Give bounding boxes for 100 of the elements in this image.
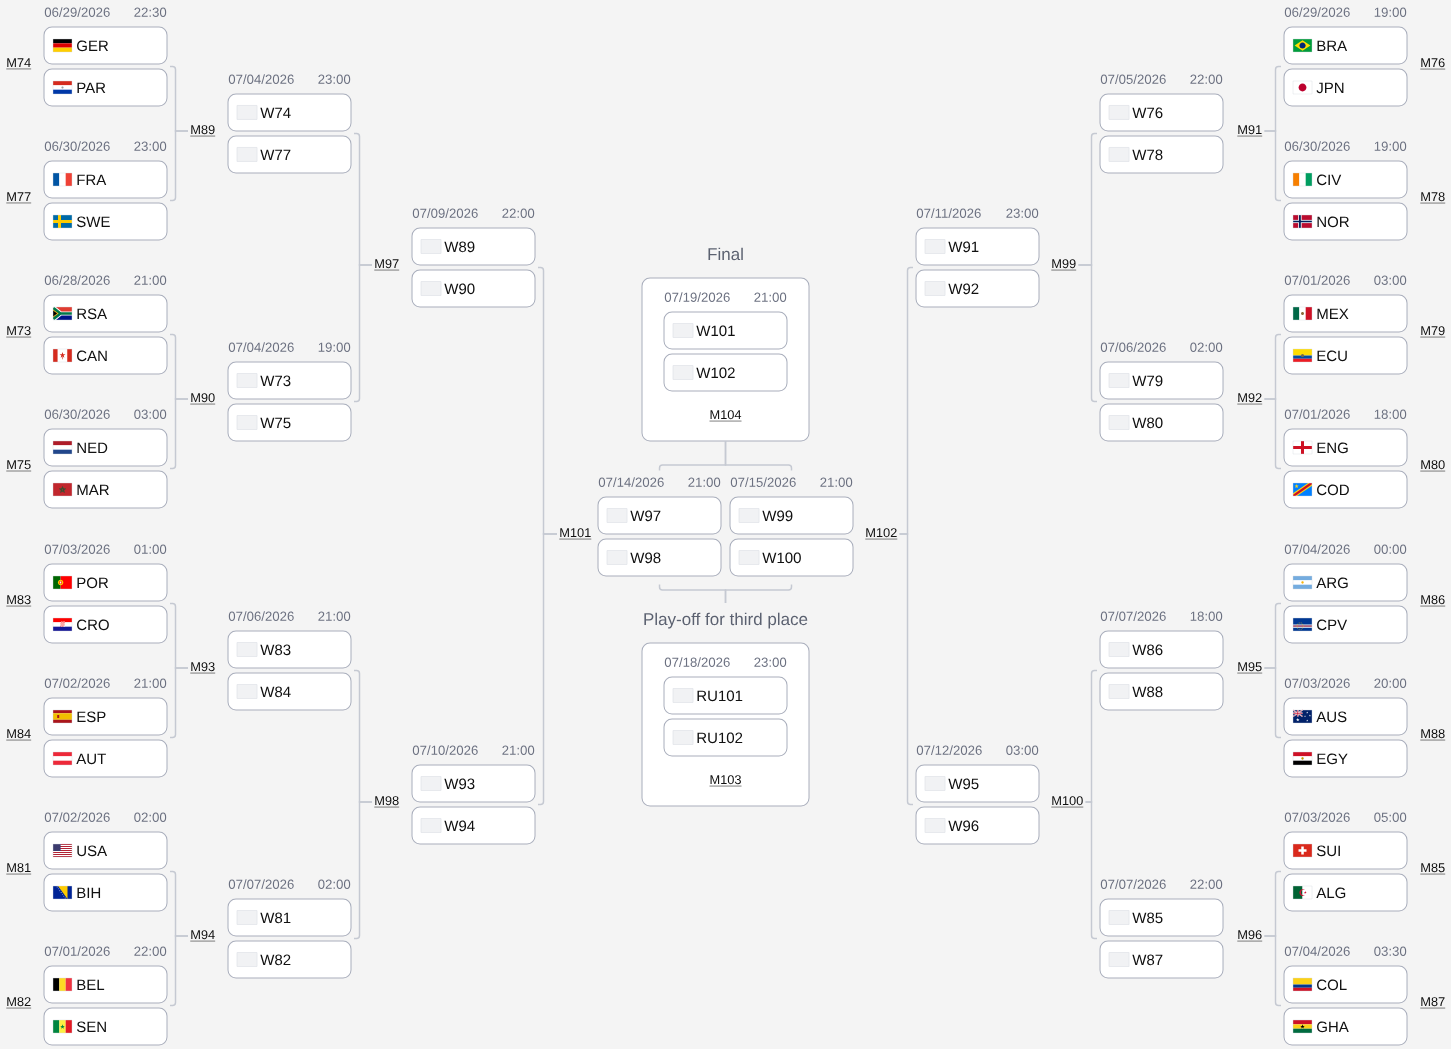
team-slot: W76 bbox=[1099, 93, 1224, 132]
match-link: M100 bbox=[1051, 796, 1084, 808]
bracket-line bbox=[169, 667, 189, 739]
time-text: 23:00 bbox=[754, 657, 787, 667]
match-link: M101 bbox=[559, 528, 592, 540]
team-slot: RU102 bbox=[663, 718, 788, 757]
match-link: M85 bbox=[1420, 863, 1446, 875]
date-text: 07/07/2026 bbox=[1100, 611, 1166, 621]
time-text: 21:00 bbox=[134, 678, 167, 688]
date-text: 06/29/2026 bbox=[1284, 7, 1350, 17]
date-text: 07/04/2026 bbox=[228, 74, 294, 84]
time-text: 21:00 bbox=[134, 275, 167, 285]
team-slot: RSA bbox=[43, 294, 168, 333]
date-text: 07/06/2026 bbox=[228, 611, 294, 621]
team-slot: W96 bbox=[915, 806, 1040, 845]
date-text: 07/04/2026 bbox=[1284, 946, 1350, 956]
team-slot: NED bbox=[43, 428, 168, 467]
bracket-line bbox=[353, 801, 373, 940]
team-slot: GHA bbox=[1283, 1007, 1408, 1046]
bracket-line bbox=[1084, 801, 1098, 940]
date-text: 06/30/2026 bbox=[44, 409, 110, 419]
time-text: 21:00 bbox=[318, 611, 351, 621]
time-text: 23:00 bbox=[318, 74, 351, 84]
team-slot: COD bbox=[1283, 470, 1408, 509]
match-link: M73 bbox=[6, 326, 32, 338]
date-text: 07/02/2026 bbox=[44, 812, 110, 822]
time-text: 05:00 bbox=[1374, 812, 1407, 822]
team-slot: CPV bbox=[1283, 605, 1408, 644]
team-slot: W78 bbox=[1099, 135, 1224, 174]
match-link: M88 bbox=[1420, 729, 1446, 741]
time-text: 22:00 bbox=[1190, 879, 1223, 889]
time-text: 03:30 bbox=[1374, 946, 1407, 956]
match-link: M87 bbox=[1420, 997, 1446, 1009]
time-text: 20:00 bbox=[1374, 678, 1407, 688]
team-slot: SUI bbox=[1283, 831, 1408, 870]
time-text: 21:00 bbox=[502, 745, 535, 755]
bracket-line bbox=[1263, 398, 1282, 470]
bracket-line bbox=[1077, 264, 1098, 403]
team-slot: W84 bbox=[227, 672, 352, 711]
match-link: M75 bbox=[6, 460, 32, 472]
team-slot: W82 bbox=[227, 940, 352, 979]
match-link: M81 bbox=[6, 863, 32, 875]
match-link: M97 bbox=[374, 259, 400, 271]
date-text: 07/01/2026 bbox=[1284, 275, 1350, 285]
bracket-line bbox=[169, 398, 189, 470]
match-link: M82 bbox=[6, 997, 32, 1009]
team-slot: PAR bbox=[43, 68, 168, 107]
team-slot: SWE bbox=[43, 202, 168, 241]
team-slot: W102 bbox=[663, 353, 788, 392]
team-slot: ECU bbox=[1283, 336, 1408, 375]
date-text: 07/01/2026 bbox=[1284, 409, 1350, 419]
team-slot: GER bbox=[43, 26, 168, 65]
date-text: 07/07/2026 bbox=[1100, 879, 1166, 889]
team-slot: W75 bbox=[227, 403, 352, 442]
team-slot: W100 bbox=[729, 538, 854, 577]
time-text: 03:00 bbox=[134, 409, 167, 419]
time-text: 22:30 bbox=[134, 7, 167, 17]
time-text: 01:00 bbox=[134, 544, 167, 554]
match-link: M102 bbox=[865, 528, 898, 540]
date-text: 07/14/2026 bbox=[598, 477, 664, 487]
time-text: 03:00 bbox=[1006, 745, 1039, 755]
time-text: 00:00 bbox=[1374, 544, 1407, 554]
time-text: 18:00 bbox=[1190, 611, 1223, 621]
team-slot: FRA bbox=[43, 160, 168, 199]
team-slot: ENG bbox=[1283, 428, 1408, 467]
team-slot: W101 bbox=[663, 311, 788, 350]
date-text: 07/03/2026 bbox=[1284, 812, 1350, 822]
team-slot: W91 bbox=[915, 227, 1040, 266]
time-text: 19:00 bbox=[1374, 7, 1407, 17]
bracket-line bbox=[169, 935, 189, 1007]
team-slot: CIV bbox=[1283, 160, 1408, 199]
team-slot: MAR bbox=[43, 470, 168, 509]
team-slot: POR bbox=[43, 563, 168, 602]
team-slot: USA bbox=[43, 831, 168, 870]
date-text: 07/04/2026 bbox=[1284, 544, 1350, 554]
team-slot: W95 bbox=[915, 764, 1040, 803]
team-slot: W88 bbox=[1099, 672, 1224, 711]
team-slot: W90 bbox=[411, 269, 536, 308]
team-slot: W73 bbox=[227, 361, 352, 400]
team-slot: ARG bbox=[1283, 563, 1408, 602]
team-slot: W81 bbox=[227, 898, 352, 937]
bracket-line bbox=[169, 130, 189, 202]
bracket-line bbox=[898, 533, 914, 806]
time-text: 22:00 bbox=[134, 946, 167, 956]
time-text: 19:00 bbox=[1374, 141, 1407, 151]
match-link: M89 bbox=[190, 125, 216, 137]
team-slot: W77 bbox=[227, 135, 352, 174]
heading: Play-off for third place bbox=[644, 612, 808, 629]
team-slot: W85 bbox=[1099, 898, 1224, 937]
team-slot: W83 bbox=[227, 630, 352, 669]
date-text: 07/11/2026 bbox=[916, 208, 981, 218]
team-slot: SEN bbox=[43, 1007, 168, 1046]
time-text: 02:00 bbox=[1190, 342, 1223, 352]
team-slot: W97 bbox=[597, 496, 722, 535]
date-text: 07/12/2026 bbox=[916, 745, 982, 755]
time-text: 02:00 bbox=[318, 879, 351, 889]
match-link: M95 bbox=[1237, 662, 1263, 674]
bracket-line bbox=[1263, 130, 1282, 202]
team-slot: W92 bbox=[915, 269, 1040, 308]
match-link: M93 bbox=[190, 662, 216, 674]
